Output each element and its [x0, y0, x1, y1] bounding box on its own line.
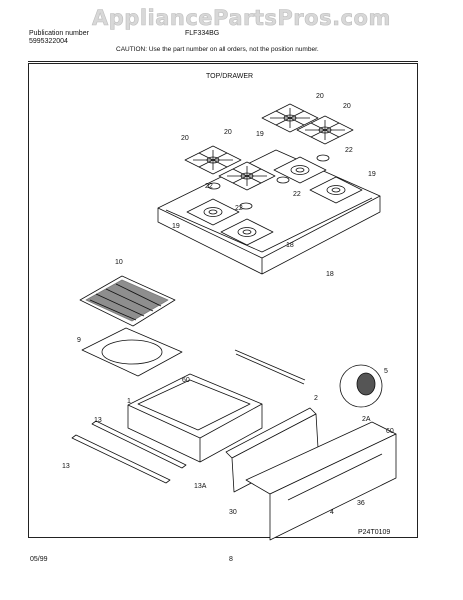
diagram-id: P24T0109	[358, 529, 391, 536]
footer-date: 05/99	[30, 556, 48, 563]
callout-60: 60	[386, 428, 394, 435]
burner-bowls	[186, 156, 363, 246]
storage-drawer	[127, 373, 263, 463]
callout-18: 18	[326, 271, 334, 278]
callout-22: 22	[293, 191, 301, 198]
drawer-back-panel	[225, 407, 319, 493]
callout-30: 30	[229, 509, 237, 516]
callout-1: 1	[127, 398, 131, 405]
callout-18: 18	[286, 242, 294, 249]
callout-10: 10	[115, 259, 123, 266]
burner-grates	[184, 103, 354, 191]
callout-60: 60	[182, 377, 190, 384]
callout-20: 20	[316, 93, 324, 100]
drawer-front-panel	[245, 421, 397, 541]
callout-19: 19	[172, 223, 180, 230]
callout-2a: 2A	[362, 416, 371, 423]
section-title: TOP/DRAWER	[206, 73, 254, 80]
callout-labels: 20 20 20 20 19 22 22 22 19 22 19 18 18 10 9 60 1 2 13 13 13A…	[62, 93, 394, 516]
model-number: FLF334BG	[185, 30, 220, 37]
diagram-frame	[28, 63, 418, 538]
callout-13: 13	[94, 417, 102, 424]
callout-9: 9	[77, 337, 81, 344]
control-knob	[339, 364, 383, 408]
callout-20: 20	[343, 103, 351, 110]
callout-22: 22	[345, 147, 353, 154]
caution-note: CAUTION: Use the part number on all orde…	[116, 46, 319, 53]
callout-22: 22	[205, 183, 213, 190]
broiler-pan	[81, 327, 183, 377]
callout-19: 19	[368, 171, 376, 178]
callout-22: 22	[235, 205, 243, 212]
callout-2: 2	[314, 395, 318, 402]
callout-13: 13	[62, 463, 70, 470]
publication-number: 5995322004	[29, 38, 68, 45]
callout-36: 36	[357, 500, 365, 507]
callout-20: 20	[224, 129, 232, 136]
broiler-pan-grid	[79, 275, 176, 327]
callout-5: 5	[384, 368, 388, 375]
publication-label: Publication number	[29, 30, 89, 37]
page-number: 8	[229, 556, 233, 563]
callout-20: 20	[181, 135, 189, 142]
drawer-slide-rails	[71, 349, 306, 484]
callout-19: 19	[256, 131, 264, 138]
cooktop-body	[157, 149, 381, 275]
burner-caps	[207, 154, 330, 210]
callout-13a: 13A	[194, 483, 207, 490]
header-divider	[28, 61, 418, 62]
callout-4: 4	[330, 509, 334, 516]
watermark: AppliancePartsPros.com	[92, 6, 391, 31]
